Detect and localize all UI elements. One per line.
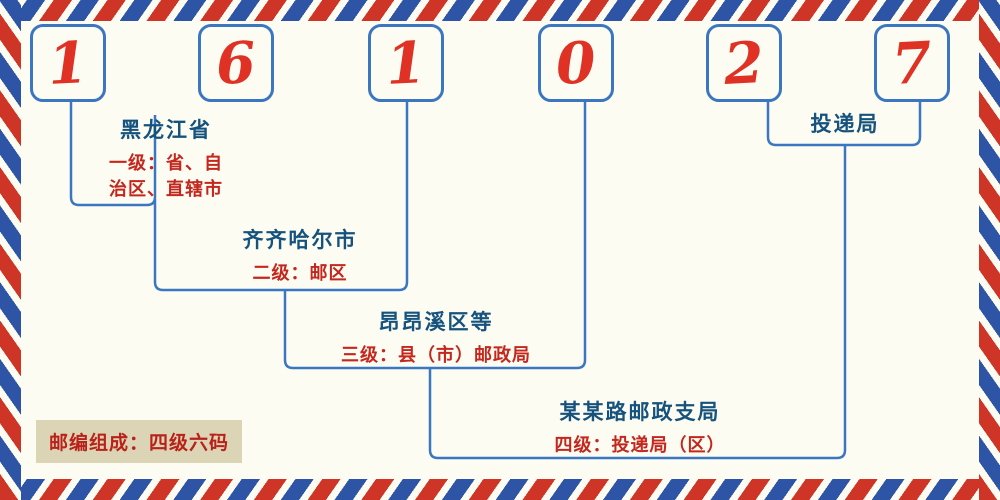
digit-box-3: 1 xyxy=(368,24,444,102)
delivery-office-title: 投递局 xyxy=(810,113,880,136)
digit-4: 0 xyxy=(554,28,598,98)
airmail-stripe-top xyxy=(0,0,1000,21)
digit-box-6: 7 xyxy=(874,24,950,102)
label-level3: 昂昂溪区等 三级：县（市）邮政局 xyxy=(341,306,531,368)
digit-3: 1 xyxy=(384,28,428,98)
digit-box-4: 0 xyxy=(538,24,614,102)
connector-level3 xyxy=(283,102,587,370)
digit-box-2: 6 xyxy=(198,24,274,102)
label-level2: 齐齐哈尔市 二级：邮区 xyxy=(243,224,358,286)
connector-delivery-office xyxy=(766,102,922,147)
label-delivery-office: 投递局 xyxy=(811,108,880,138)
connector-level2 xyxy=(153,102,409,292)
digit-1: 1 xyxy=(46,28,90,98)
level1-desc: 一级：省、自 治区、直辖市 xyxy=(109,153,223,200)
airmail-stripe-right xyxy=(979,0,1000,500)
digit-6: 7 xyxy=(890,28,934,98)
level3-title: 昂昂溪区等 xyxy=(378,311,494,334)
airmail-stripe-bottom xyxy=(0,479,1000,500)
level1-title: 黑龙江省 xyxy=(120,119,212,142)
digit-2: 6 xyxy=(214,28,258,98)
digit-box-1: 1 xyxy=(30,24,106,102)
connector-level4 xyxy=(428,146,847,460)
level2-desc: 二级：邮区 xyxy=(252,263,348,283)
digit-box-5: 2 xyxy=(706,24,782,102)
airmail-stripe-left xyxy=(0,0,21,500)
composition-badge: 邮编组成：四级六码 xyxy=(36,420,243,463)
label-level1: 黑龙江省 一级：省、自 治区、直辖市 xyxy=(109,114,223,202)
level4-title: 某某路邮政支局 xyxy=(559,401,721,424)
level4-desc: 四级：投递局（区） xyxy=(554,435,726,455)
level2-title: 齐齐哈尔市 xyxy=(242,229,358,252)
level3-desc: 三级：县（市）邮政局 xyxy=(341,345,531,365)
digit-5: 2 xyxy=(722,28,766,98)
label-level4: 某某路邮政支局 四级：投递局（区） xyxy=(555,396,726,458)
